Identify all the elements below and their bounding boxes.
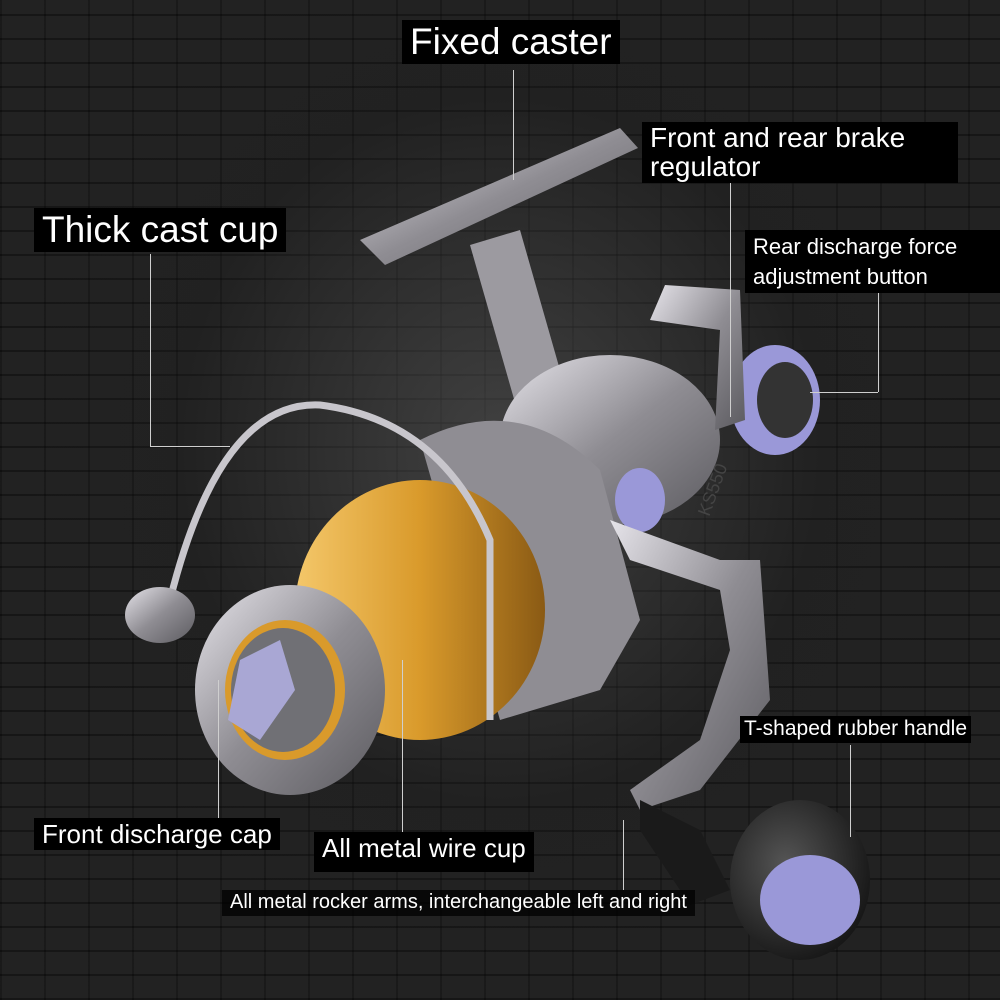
leader-line-rocker <box>623 820 624 890</box>
label-thick-cast-cup: Thick cast cup <box>34 208 287 252</box>
leader-line-wire-cup <box>402 660 403 835</box>
leader-line-cast-cup <box>150 254 151 446</box>
leader-line-rear-discharge-h <box>810 392 878 393</box>
leader-line-rear-discharge <box>878 292 879 392</box>
reel-foot <box>360 128 638 265</box>
label-fixed-caster: Fixed caster <box>402 20 620 64</box>
leader-line-brake-regulator <box>730 182 731 417</box>
leader-line-cast-cup-h <box>150 446 230 447</box>
label-wire-cup: All metal wire cup <box>314 832 534 873</box>
label-brake-regulator: Front and rear brake regulator <box>642 122 958 184</box>
leader-line-front-cap <box>218 680 219 820</box>
label-rocker-arms: All metal rocker arms, interchangeable l… <box>222 890 695 916</box>
label-rear-discharge-button: Rear discharge force adjustment button <box>745 230 1000 294</box>
label-rubber-handle: T-shaped rubber handle <box>740 716 971 743</box>
label-front-discharge-cap: Front discharge cap <box>34 818 280 851</box>
leader-line-fixed-caster <box>513 70 514 180</box>
leader-line-handle <box>850 745 851 837</box>
